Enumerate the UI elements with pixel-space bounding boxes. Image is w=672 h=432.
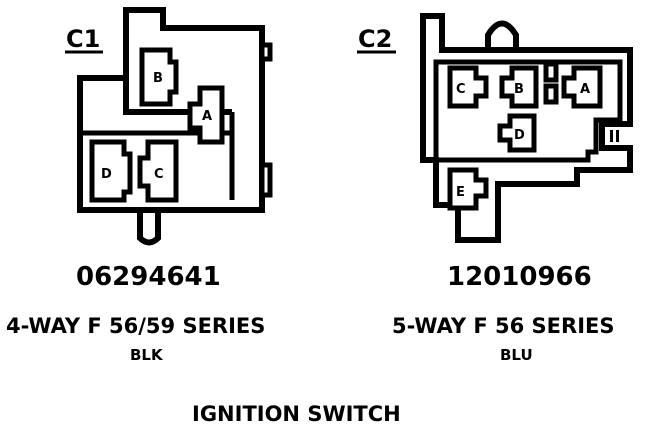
c1-part-number: 06294641 bbox=[76, 262, 221, 292]
c2-pin-c-label: C bbox=[456, 82, 466, 97]
connector-c2-cavity-b: B bbox=[499, 65, 539, 109]
c1-color: BLK bbox=[130, 346, 163, 364]
connector-c1-cavity-a: A bbox=[187, 85, 225, 145]
connector-c2-cavity-e: E bbox=[447, 167, 489, 211]
c2-pin-b-label: B bbox=[514, 82, 524, 97]
connector-c2-label: C2 bbox=[358, 25, 392, 53]
c1-series: 4-WAY F 56/59 SERIES bbox=[6, 314, 266, 338]
c2-pin-e-label: E bbox=[456, 185, 465, 200]
connector-c1-cavity-b: B bbox=[139, 47, 179, 107]
c2-pin-d-label: D bbox=[514, 128, 525, 143]
c2-color: BLU bbox=[500, 346, 533, 364]
connector-c1: C1 B A D C bbox=[65, 7, 273, 246]
c1-pin-d-label: D bbox=[101, 167, 112, 182]
connector-c2-top-arch bbox=[485, 20, 519, 53]
connector-c1-cavity-d: D bbox=[89, 139, 133, 203]
c1-pin-a-label: A bbox=[202, 109, 212, 124]
c1-pin-c-label: C bbox=[154, 167, 164, 182]
connector-c1-label: C1 bbox=[66, 25, 100, 53]
connector-c2-latch-bar bbox=[616, 130, 619, 142]
connector-c2-cavity-d: D bbox=[497, 113, 537, 153]
connector-c1-rib-bottom bbox=[259, 162, 273, 198]
connector-c2-cavity-a: A bbox=[561, 65, 603, 109]
connector-c2: C2 C B A D bbox=[357, 13, 633, 243]
c2-pin-a-label: A bbox=[580, 82, 590, 97]
connector-c2-inner-frame bbox=[433, 59, 623, 163]
diagram-title: IGNITION SWITCH bbox=[192, 402, 401, 426]
connector-c1-cavity-c: C bbox=[137, 139, 179, 203]
c1-pin-b-label: B bbox=[153, 71, 163, 86]
connector-c2-latch-bar bbox=[610, 130, 613, 142]
connector-c1-latch-tab bbox=[137, 207, 161, 246]
c2-part-number: 12010966 bbox=[447, 262, 592, 292]
connector-c2-key-slot bbox=[543, 61, 559, 83]
connector-c1-rib-top bbox=[259, 42, 273, 62]
connector-c2-key-slot bbox=[543, 83, 559, 105]
c2-series: 5-WAY F 56 SERIES bbox=[392, 314, 615, 338]
connector-c2-cavity-c: C bbox=[447, 65, 489, 109]
